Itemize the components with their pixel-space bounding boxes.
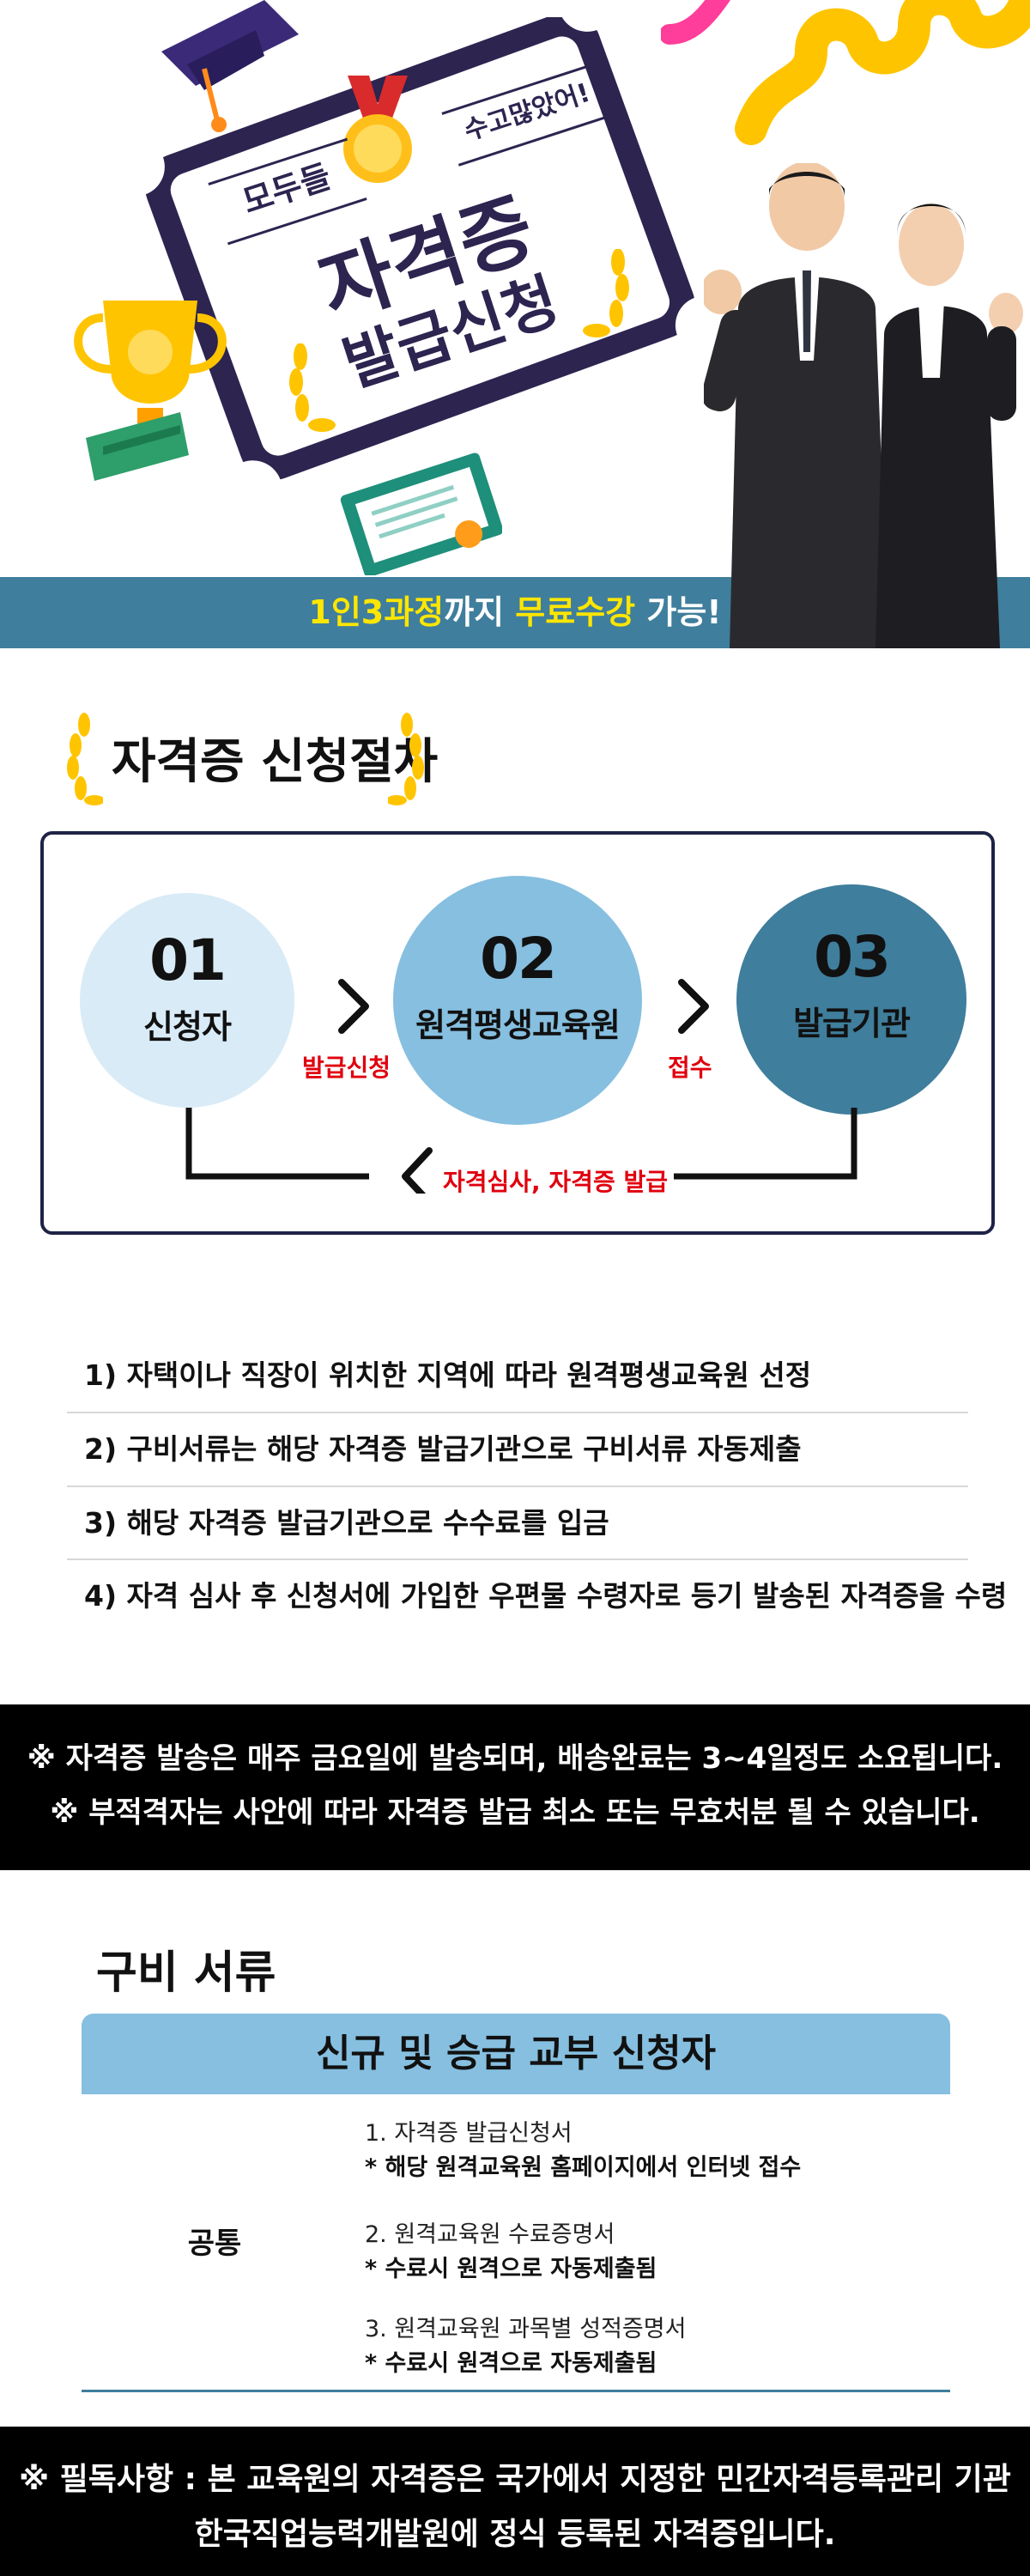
laurel-right-icon	[583, 249, 629, 337]
banner-text-4: 가능!	[635, 593, 722, 631]
document-name: 1. 자격증 발급신청서	[365, 2120, 573, 2147]
hero-section: 모두들 수고많았어! 자격증 발급신청	[0, 0, 1030, 648]
document-note: * 수료시 원격으로 자동제출됨	[365, 2350, 657, 2377]
banner-highlight-2: 무료수강	[515, 593, 636, 631]
banner-highlight-1: 1인3과정	[308, 593, 445, 631]
step-label: 발급기관	[793, 1005, 911, 1042]
laurel-right-icon	[388, 713, 424, 805]
documents-table-header: 신규 및 승급 교부 신청자	[82, 2014, 950, 2094]
footer-line-1: ※ 필독사항 : 본 교육원의 자격증은 국가에서 지정한 민간자격등록관리 기…	[19, 2462, 1011, 2497]
return-label: 자격심사, 자격증 발급	[443, 1168, 668, 1196]
people-illustration	[704, 163, 1023, 648]
list-item: 1) 자택이나 직장이 위치한 지역에 따라 원격평생교육원 선정	[84, 1358, 812, 1392]
medal-icon	[343, 76, 412, 183]
divider	[67, 1485, 968, 1487]
step-number: 01	[149, 927, 227, 993]
documents-row-label: 공통	[187, 2227, 242, 2261]
footer-band	[0, 2427, 1030, 2576]
step-label: 신청자	[143, 1008, 232, 1046]
step-label: 원격평생교육원	[415, 1006, 621, 1044]
step-circle-3: 03 발급기관	[736, 884, 966, 1115]
process-title: 자격증 신청절차	[112, 734, 439, 790]
laurel-left-icon	[289, 343, 336, 432]
document-note: * 해당 원격교육원 홈페이지에서 인터넷 접수	[365, 2154, 802, 2181]
confetti-ribbon-yellow	[735, 0, 1030, 145]
step-number: 02	[480, 926, 557, 992]
trophy-icon	[74, 301, 227, 481]
notice-line-1: ※ 자격증 발송은 매주 금요일에 발송되며, 배송완료는 3~4일정도 소요됩…	[27, 1741, 1003, 1776]
laurel-left-icon	[67, 713, 103, 805]
notice-band	[0, 1704, 1030, 1870]
step-circle-1: 01 신청자	[80, 893, 294, 1108]
document-name: 3. 원격교육원 과목별 성적증명서	[365, 2316, 687, 2342]
footer-line-2: 한국직업능력개발원에 정식 등록된 자격증입니다.	[194, 2517, 836, 2552]
banner-text-2: 까지	[444, 593, 516, 631]
document-note: * 수료시 원격으로 자동제출됨	[365, 2256, 657, 2282]
chevron-right-icon	[338, 979, 369, 1034]
list-item: 2) 구비서류는 해당 자격증 발급기관으로 구비서류 자동제출	[84, 1432, 802, 1466]
step-circle-2: 02 원격평생교육원	[393, 876, 642, 1125]
notice-line-2: ※ 부적격자는 사안에 따라 자격증 발급 최소 또는 무효처분 될 수 있습니…	[50, 1795, 980, 1830]
process-diagram	[40, 831, 995, 1235]
list-item: 4) 자격 심사 후 신청서에 가입한 우편물 수령자로 등기 발송된 자격증을…	[84, 1579, 1008, 1613]
hero-banner-text: 1인3과정까지 무료수강 가능!	[0, 577, 1030, 648]
documents-title: 구비 서류	[96, 1947, 276, 1999]
arrow-label-apply: 발급신청	[302, 1054, 391, 1082]
return-arrow-line	[185, 1108, 857, 1194]
divider	[67, 1412, 968, 1413]
confetti-ribbon-pink	[661, 0, 730, 45]
diploma-icon	[340, 453, 502, 575]
graduation-cap-icon	[161, 0, 299, 132]
chevron-right-icon	[678, 979, 709, 1034]
arrow-label-receive: 접수	[668, 1054, 712, 1082]
step-number: 03	[814, 924, 891, 990]
document-name: 2. 원격교육원 수료증명서	[365, 2221, 615, 2248]
divider	[67, 1558, 968, 1560]
list-item: 3) 해당 자격증 발급기관으로 수수료를 입금	[84, 1506, 609, 1540]
table-bottom-rule	[82, 2390, 950, 2392]
